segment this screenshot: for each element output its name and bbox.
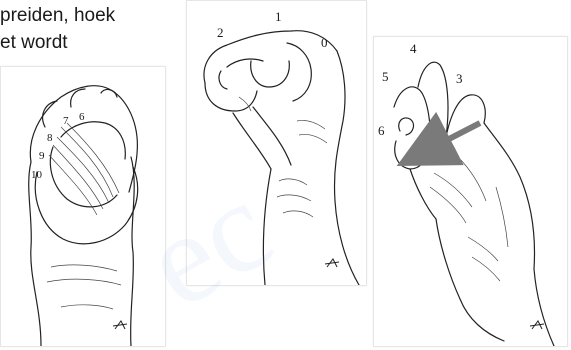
label-7: 7 <box>63 115 69 127</box>
label-2: 2 <box>217 25 224 40</box>
illustration-left: 7 6 8 9 10 <box>0 66 166 347</box>
text-fragment: preiden, hoek et wordt <box>0 2 115 56</box>
illustration-right: 4 5 3 6 <box>373 36 568 347</box>
label-9: 9 <box>39 150 45 162</box>
label-10: 10 <box>31 169 43 181</box>
label-3: 3 <box>456 71 463 86</box>
opposition-sketch: 4 5 3 6 <box>374 37 567 346</box>
label-6: 6 <box>378 123 385 138</box>
label-6: 6 <box>79 111 85 123</box>
text-line-1: preiden, hoek <box>0 2 115 29</box>
palm-sketch: 7 6 8 9 10 <box>1 67 165 346</box>
label-0: 0 <box>321 35 328 50</box>
arrow-left-icon <box>418 123 480 155</box>
label-4: 4 <box>410 41 417 56</box>
label-8: 8 <box>47 132 53 144</box>
text-line-2: et wordt <box>0 29 115 56</box>
label-5: 5 <box>382 69 389 84</box>
label-1: 1 <box>275 9 282 24</box>
fist-sketch: 2 1 0 <box>187 1 366 285</box>
illustration-middle: 2 1 0 <box>186 0 367 286</box>
